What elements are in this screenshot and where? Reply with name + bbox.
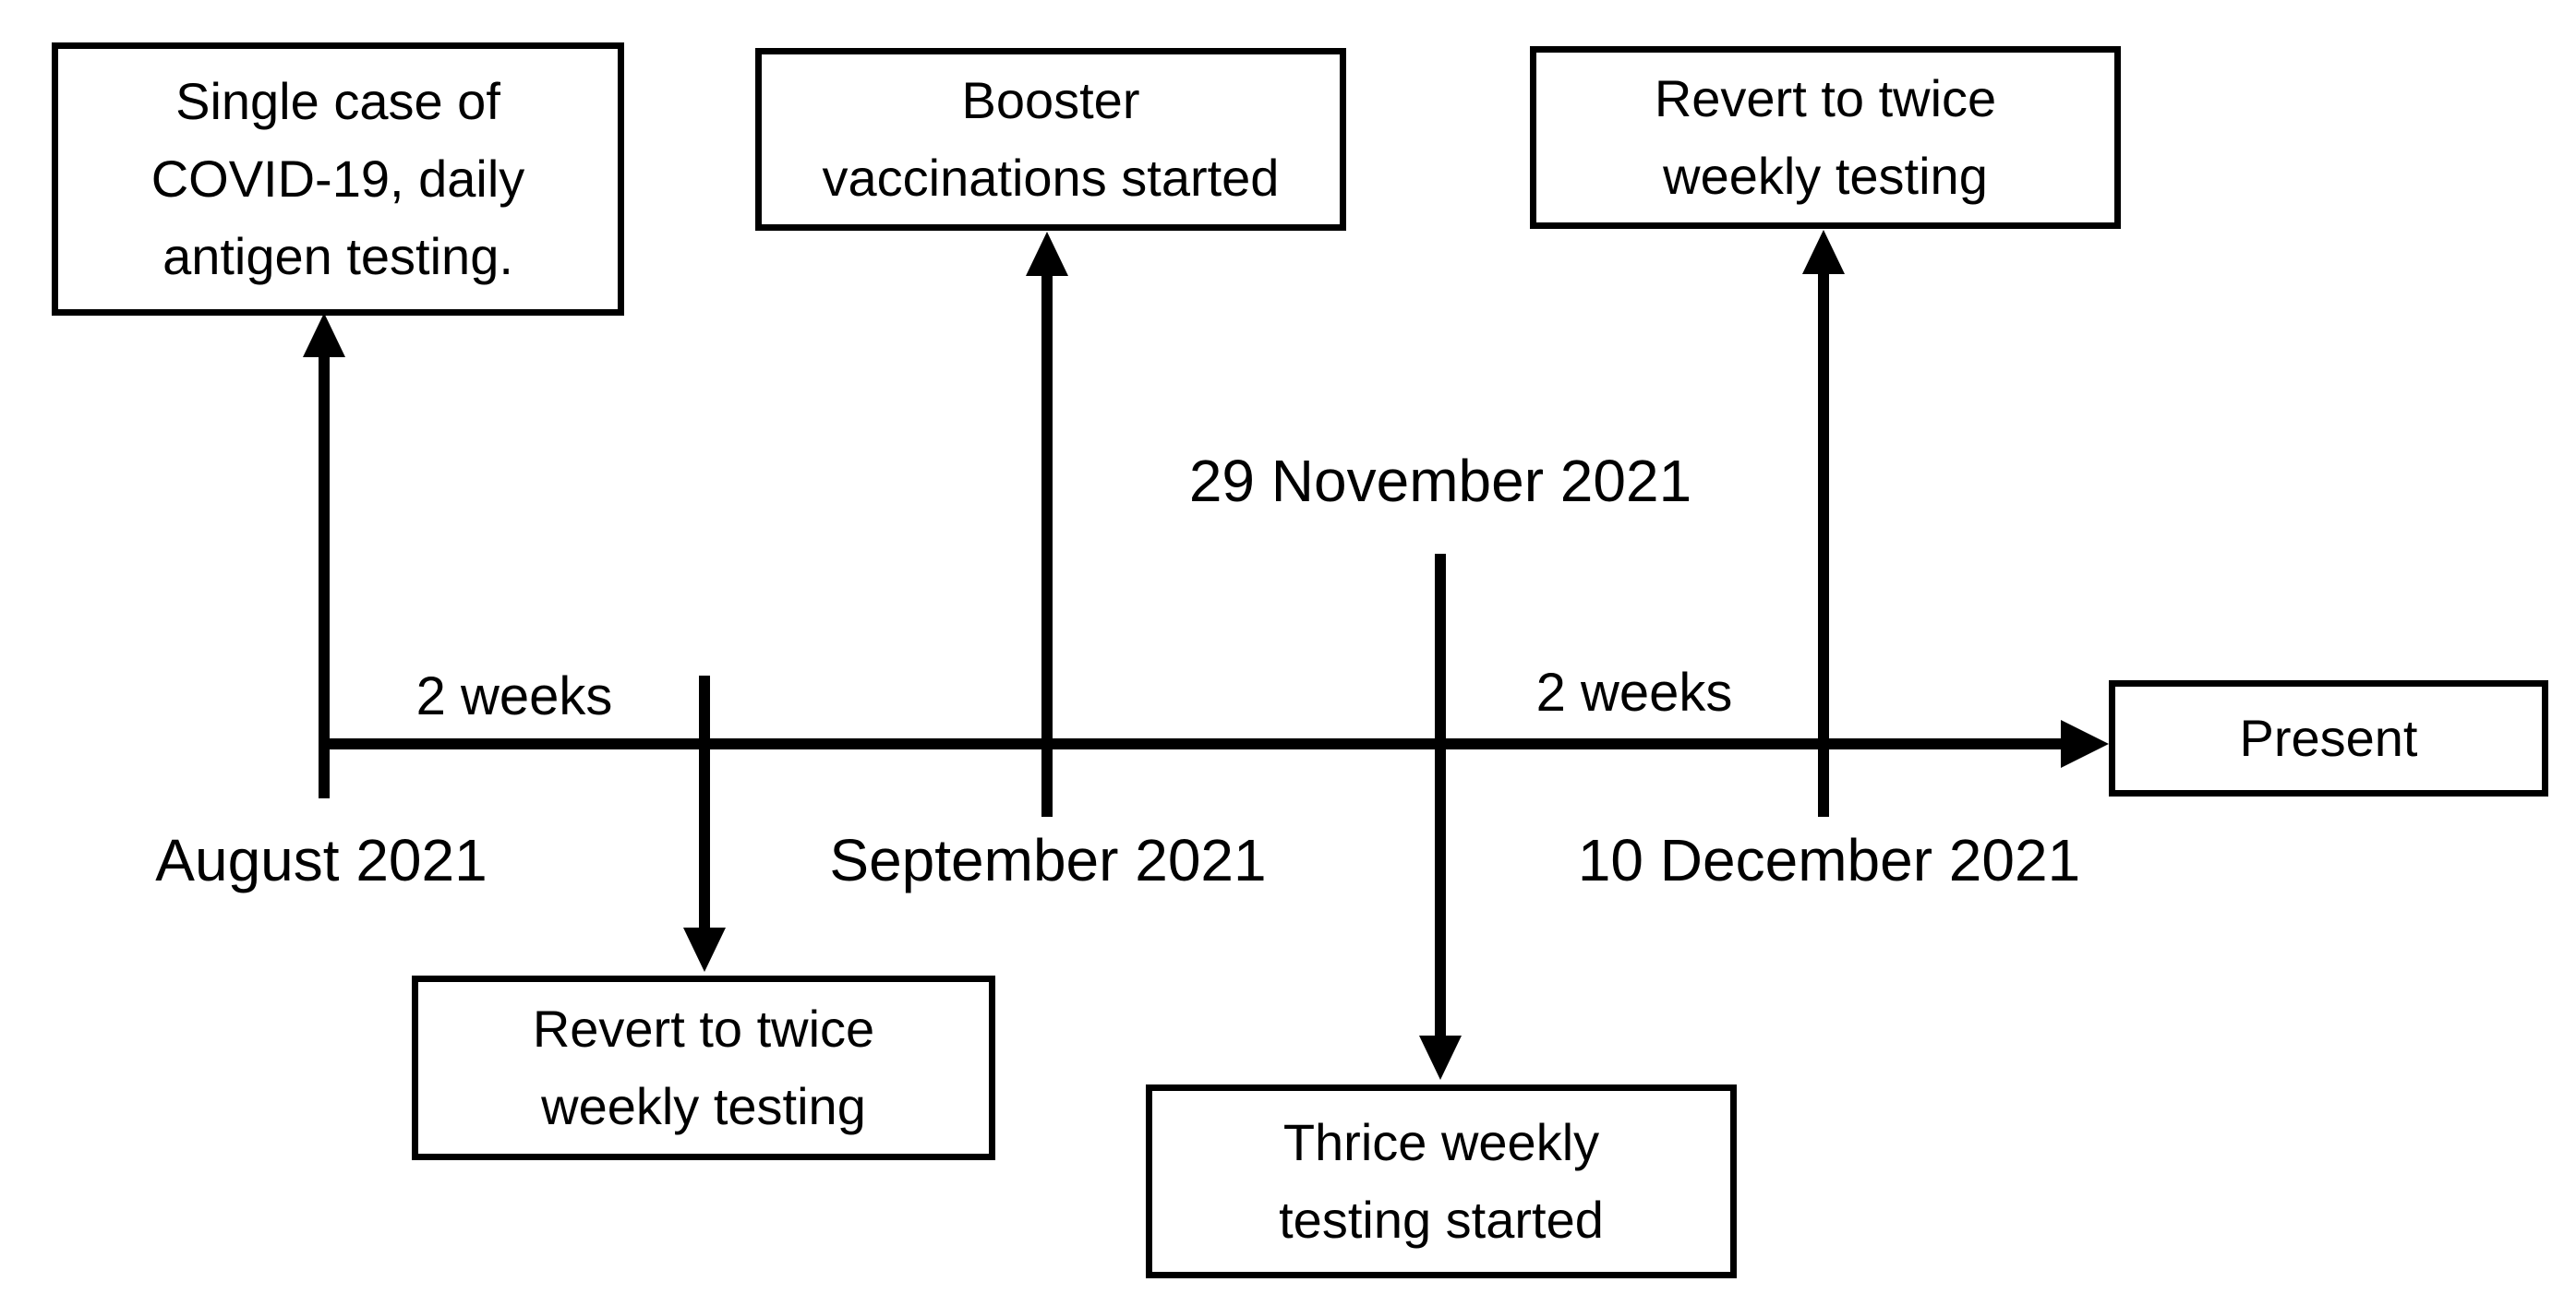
event-box-single-case: Single case of COVID-19, daily antigen t… xyxy=(52,42,624,316)
event-box-revert-twice-weekly-top: Revert to twice weekly testing xyxy=(1530,46,2121,229)
arrowhead-down-thrice-weekly xyxy=(1419,1036,1462,1080)
event-box-single-case-label: Single case of COVID-19, daily antigen t… xyxy=(150,72,525,285)
event-box-thrice-weekly-testing-label: Thrice weekly testing started xyxy=(1279,1113,1604,1249)
event-box-present-label: Present xyxy=(2239,709,2418,767)
event-box-revert-twice-weekly-top-label: Revert to twice weekly testing xyxy=(1654,69,1997,205)
event-box-present: Present xyxy=(2109,680,2548,797)
connector-november-to-thrice-weekly xyxy=(1435,554,1446,1036)
event-box-revert-twice-weekly-bottom-label: Revert to twice weekly testing xyxy=(532,1000,875,1135)
interval-label-2-weeks-right: 2 weeks xyxy=(1535,663,1733,723)
event-box-thrice-weekly-testing: Thrice weekly testing started xyxy=(1146,1084,1737,1278)
date-label-10-december-2021: 10 December 2021 xyxy=(1577,827,2081,893)
timeline-axis-arrowhead-right xyxy=(2061,720,2109,768)
date-label-29-november-2021: 29 November 2021 xyxy=(1188,448,1692,514)
arrowhead-down-revert-bottom xyxy=(683,928,726,972)
connector-december-to-revert-top xyxy=(1818,274,1829,817)
date-label-august-2021: August 2021 xyxy=(155,827,488,893)
arrowhead-up-august xyxy=(303,313,345,357)
arrowhead-up-booster xyxy=(1026,232,1068,276)
event-box-booster-vaccinations: Booster vaccinations started xyxy=(755,48,1346,231)
connector-august-to-single-case xyxy=(319,355,330,798)
event-box-revert-twice-weekly-bottom: Revert to twice weekly testing xyxy=(412,976,995,1160)
timeline-axis-line xyxy=(319,738,2068,749)
arrowhead-up-revert-top xyxy=(1802,230,1845,274)
connector-to-revert-bottom xyxy=(699,676,710,928)
event-box-booster-vaccinations-label: Booster vaccinations started xyxy=(822,71,1280,207)
interval-label-2-weeks-left: 2 weeks xyxy=(415,666,613,726)
connector-september-to-booster xyxy=(1041,275,1053,817)
date-label-september-2021: September 2021 xyxy=(829,827,1267,893)
